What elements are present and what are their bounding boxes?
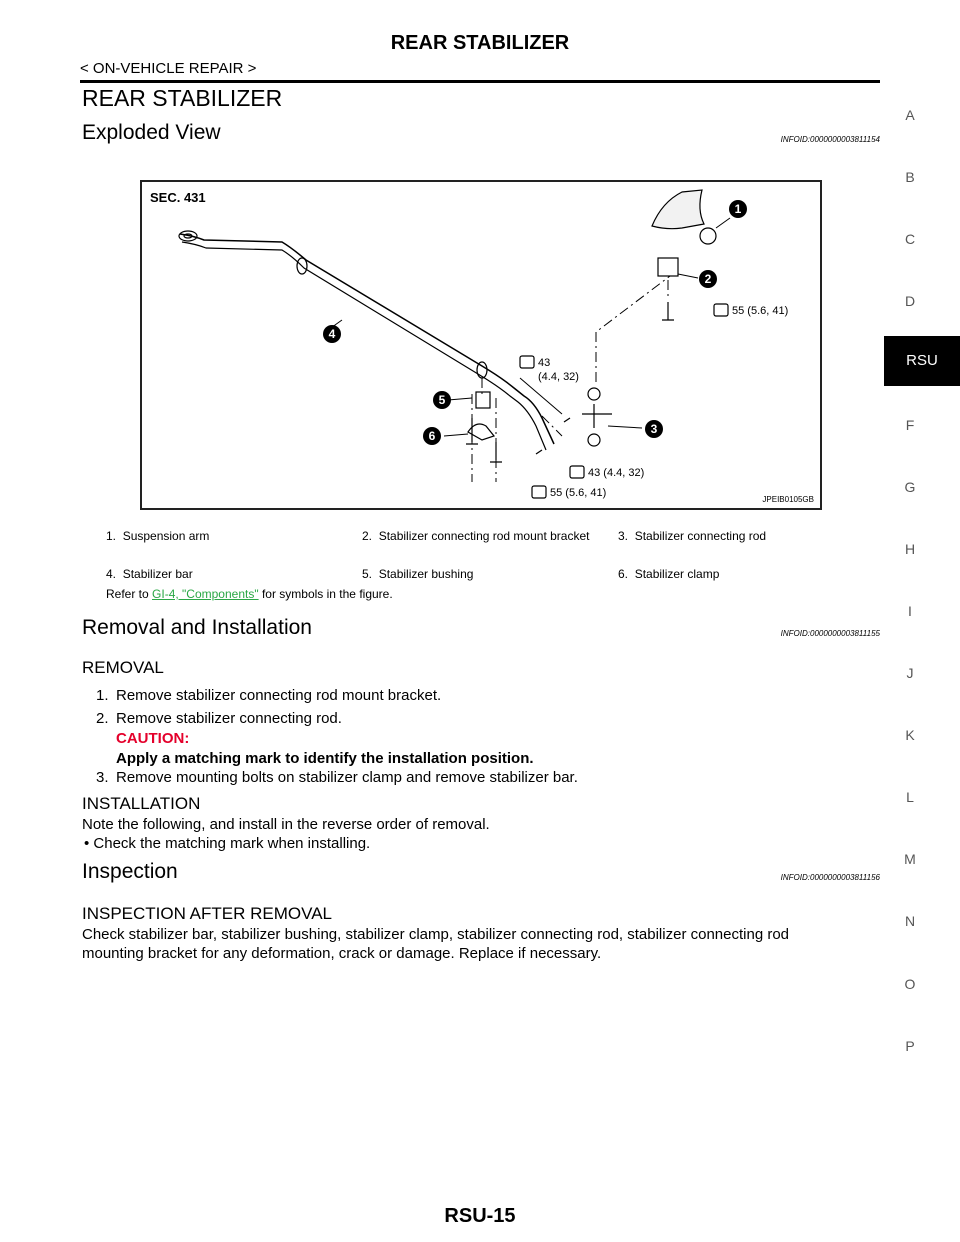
connecting-rod	[582, 404, 612, 428]
components-link[interactable]: GI-4, "Components"	[152, 587, 259, 601]
caution-text: Apply a matching mark to identify the in…	[116, 750, 534, 767]
part-4: 4. Stabilizer bar	[106, 567, 193, 581]
suspension-arm-shape	[651, 189, 705, 230]
sidebar-letter-n[interactable]: N	[904, 913, 916, 929]
part-1: 1. Suspension arm	[106, 529, 210, 543]
callout-2: 2	[705, 272, 712, 286]
sidebar-letter-c[interactable]: C	[904, 231, 916, 247]
callout-6: 6	[429, 429, 436, 443]
exploded-view-figure: 1 2 3 4 5 6 SEC. 431 55 (5.6, 41) 43 (4.…	[140, 180, 822, 510]
stabilizer-bar	[179, 233, 555, 445]
sidebar-letter-k[interactable]: K	[905, 727, 915, 743]
callout-3: 3	[651, 422, 658, 436]
sidebar-letter-i[interactable]: I	[908, 603, 912, 619]
part-3: 3. Stabilizer connecting rod	[618, 529, 767, 543]
removal-installation-heading: Removal and Installation	[82, 616, 312, 639]
removal-step-1: 1. Remove stabilizer connecting rod moun…	[96, 687, 442, 704]
part-5: 5. Stabilizer bushing	[362, 567, 474, 581]
removal-step-3: 3. Remove mounting bolts on stabilizer c…	[96, 769, 578, 786]
page-number: RSU-15	[444, 1205, 516, 1227]
removal-installation-infoid: INFOID:0000000003811155	[780, 629, 880, 638]
torque-label-4: 55 (5.6, 41)	[550, 487, 606, 499]
header-divider	[80, 80, 880, 83]
sidebar-letter-j[interactable]: J	[906, 665, 914, 681]
exploded-view-heading: Exploded View	[82, 121, 221, 144]
callout-1: 1	[735, 202, 742, 216]
clamp-shape	[467, 423, 496, 441]
refer-note: Refer to GI-4, "Components" for symbols …	[106, 587, 393, 601]
removal-heading: REMOVAL	[82, 658, 164, 677]
sidebar-letter-b[interactable]: B	[905, 169, 915, 185]
callout-6-circle	[423, 427, 441, 445]
torque-label-3: 43 (4.4, 32)	[588, 467, 644, 479]
page-title: REAR STABILIZER	[82, 85, 283, 111]
running-header-section: < ON-VEHICLE REPAIR >	[80, 60, 257, 77]
sidebar-item-rsu[interactable]: RSU	[884, 336, 960, 386]
running-header-title: REAR STABILIZER	[390, 32, 570, 54]
sidebar-letter-g[interactable]: G	[904, 479, 916, 495]
figure-section: SEC. 431	[150, 190, 206, 205]
removal-step-2: 2. Remove stabilizer connecting rod. CAU…	[96, 709, 876, 769]
bushing-shape	[475, 391, 491, 409]
part-2: 2. Stabilizer connecting rod mount brack…	[362, 529, 590, 543]
torque-label-2a: 43	[538, 357, 550, 369]
bar-eye	[178, 230, 198, 242]
sidebar-letter-h[interactable]: H	[904, 541, 916, 557]
exploded-view-infoid: INFOID:0000000003811154	[780, 135, 880, 144]
installation-bullet: • Check the matching mark when installin…	[84, 835, 371, 852]
rod-mount-bracket	[657, 257, 679, 277]
inspection-heading: Inspection	[82, 860, 178, 883]
sidebar-letter-o[interactable]: O	[904, 976, 916, 992]
inspection-line-1: Check stabilizer bar, stabilizer bushing…	[82, 926, 790, 943]
part-6: 6. Stabilizer clamp	[618, 567, 720, 581]
sidebar-letter-m[interactable]: M	[904, 851, 916, 867]
sidebar-letter-f[interactable]: F	[905, 417, 915, 433]
callout-4-circle	[323, 325, 341, 343]
sidebar-letter-p[interactable]: P	[905, 1038, 915, 1054]
sidebar-letter-d[interactable]: D	[904, 293, 916, 309]
callout-4: 4	[329, 327, 336, 341]
installation-heading: INSTALLATION	[82, 794, 201, 813]
sidebar-letter-l[interactable]: L	[906, 789, 914, 805]
callout-3-circle	[645, 420, 663, 438]
inspection-sub-heading: INSPECTION AFTER REMOVAL	[82, 904, 333, 923]
callout-5-circle	[433, 391, 451, 409]
exploded-view-diagram: 1 2 3 4 5 6 SEC. 431 55 (5.6, 41) 43 (4.…	[150, 189, 814, 504]
torque-label-2b: (4.4, 32)	[538, 371, 579, 383]
callout-2-circle	[699, 270, 717, 288]
inspection-infoid: INFOID:0000000003811156	[780, 873, 880, 882]
callout-1-circle	[729, 200, 747, 218]
caution-label: CAUTION:	[116, 730, 190, 747]
torque-label-1: 55 (5.6, 41)	[732, 305, 788, 317]
callout-5: 5	[439, 393, 446, 407]
inspection-line-2: mounting bracket for any deformation, cr…	[82, 945, 602, 962]
sidebar-letter-a[interactable]: A	[905, 107, 915, 123]
figure-code: JPEIB0105GB	[762, 495, 814, 504]
installation-note: Note the following, and install in the r…	[82, 816, 490, 833]
